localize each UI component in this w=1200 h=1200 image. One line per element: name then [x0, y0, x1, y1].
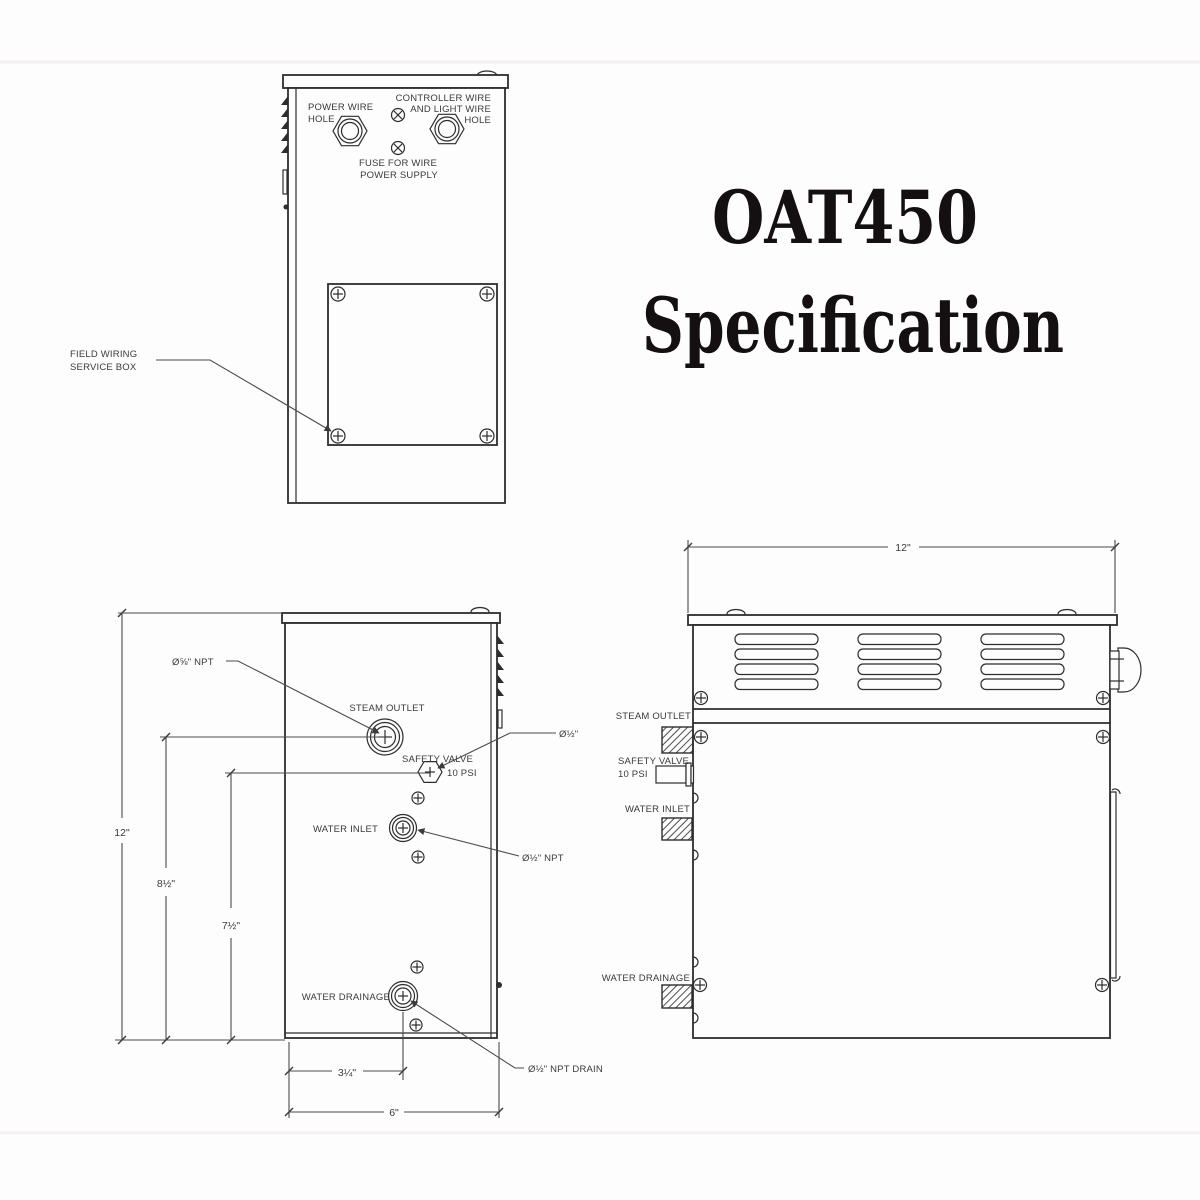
dim-8half: 8½" — [157, 878, 176, 890]
front-dimensions: 12" 8½" 7½" 3¼" 6 — [114, 608, 504, 1119]
side-louver-marks — [281, 96, 289, 210]
side-flange — [687, 614, 1118, 626]
panel-screws — [409, 791, 425, 1032]
power-wire-hole — [332, 115, 368, 147]
npt-valve-leader — [437, 732, 556, 769]
dim-3quarter: 3¼" — [338, 1067, 357, 1079]
top-view-flange — [282, 74, 509, 89]
side-water-drainage-label: WATER DRAINAGE — [602, 973, 690, 984]
npt-drain-leader — [410, 1000, 524, 1069]
power-wire-label-2: HOLE — [308, 114, 335, 125]
side-body — [692, 624, 1111, 1039]
water-inlet-port — [388, 813, 418, 843]
power-wire-label-1: POWER WIRE — [308, 102, 373, 113]
title-block: OAT450 Specification — [642, 175, 1064, 370]
service-box-leader — [156, 359, 332, 432]
fuse-label-2: POWER SUPPLY — [360, 170, 438, 181]
model-title: OAT450 — [712, 175, 978, 261]
side-psi-label: 10 PSI — [618, 769, 648, 780]
npt-inlet-leader — [417, 828, 520, 857]
vent-louvers — [734, 633, 1065, 691]
npt-inlet-label: Ø½" NPT — [522, 853, 564, 864]
safety-valve-fitting — [655, 762, 695, 787]
service-box-label-1: FIELD WIRING — [70, 349, 137, 360]
fuse-screw-top — [390, 107, 406, 123]
side-steam-outlet-label: STEAM OUTLET — [616, 711, 691, 722]
side-safety-valve-label: SAFETY VALVE — [618, 756, 689, 767]
steam-outlet-fitting — [661, 726, 694, 754]
service-box-panel — [327, 283, 498, 446]
npt-drain-label: Ø½" NPT DRAIN — [528, 1064, 603, 1075]
service-box-screws — [330, 286, 495, 444]
side-water-inlet-label: WATER INLET — [625, 804, 690, 815]
side-louver-marks — [496, 635, 504, 988]
mounting-bracket — [1109, 788, 1121, 982]
service-box-label-2: SERVICE BOX — [70, 362, 137, 373]
controller-label-2: AND LIGHT WIRE — [410, 104, 491, 115]
npt-valve-label: Ø½" — [559, 729, 578, 740]
edge-bumps — [692, 792, 699, 1024]
water-drainage-label: WATER DRAINAGE — [302, 992, 390, 1003]
fuse-label-1: FUSE FOR WIRE — [359, 158, 437, 169]
hex-nut — [429, 113, 465, 145]
water-drainage-fitting — [661, 984, 693, 1009]
side-screws — [692, 690, 1111, 993]
water-inlet-label: WATER INLET — [313, 824, 378, 835]
front-view: STEAM OUTLET SAFETY VALVE 10 PSI WATER I… — [114, 606, 603, 1119]
dim-depth-12in: 12" — [895, 542, 911, 554]
npt-steam-leader — [226, 660, 380, 734]
dim-6in: 6" — [389, 1107, 399, 1119]
specification-title: Specification — [642, 281, 1064, 370]
top-view: POWER WIRE HOLE CONTROLLER WIRE AND LIGH… — [70, 70, 509, 504]
controller-wire-hole — [429, 113, 465, 145]
safety-valve-label: SAFETY VALVE — [402, 754, 473, 765]
steam-outlet-label: STEAM OUTLET — [349, 703, 424, 714]
controller-label-3: HOLE — [464, 115, 491, 126]
hex-nut — [332, 115, 368, 147]
safety-valve-port — [417, 760, 443, 784]
fuse-screw-bottom — [390, 140, 406, 156]
side-view: 12" — [602, 540, 1142, 1039]
cable-gland — [1109, 647, 1142, 693]
water-drainage-port — [387, 980, 419, 1012]
controller-label-1: CONTROLLER WIRE — [396, 93, 491, 104]
water-inlet-fitting — [661, 817, 693, 841]
psi-label: 10 PSI — [447, 768, 477, 779]
dim-12in: 12" — [114, 827, 130, 839]
top-view-body — [287, 87, 506, 504]
npt-steam-label: Ø⅝" NPT — [172, 657, 214, 668]
dim-7half: 7½" — [222, 920, 241, 932]
side-dimension: 12" — [683, 540, 1120, 613]
front-flange — [281, 612, 501, 624]
